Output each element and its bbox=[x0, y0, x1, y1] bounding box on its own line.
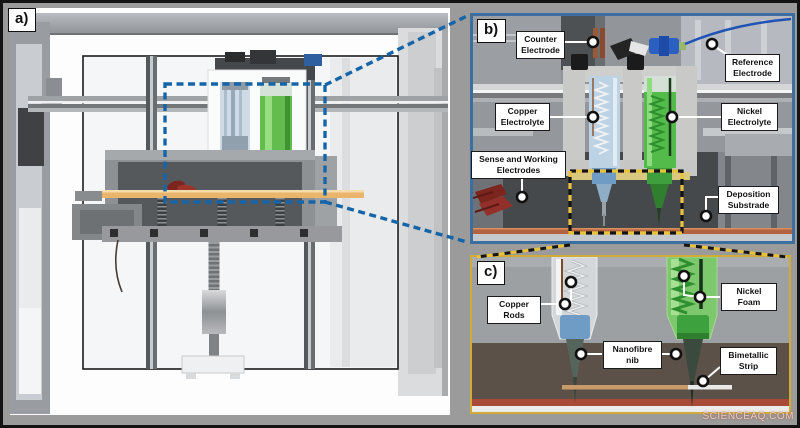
z-screw-assembly bbox=[181, 242, 245, 379]
label-counter-electrode: Counter Electrode bbox=[516, 31, 565, 60]
leader-lines-b bbox=[521, 41, 730, 210]
label-copper-rods: Copper Rods bbox=[487, 296, 541, 325]
zoom-region-box-yellow bbox=[568, 169, 684, 235]
leader-dots-b bbox=[515, 35, 719, 223]
sense-electrodes-b bbox=[473, 184, 513, 216]
hanging-wire bbox=[114, 239, 123, 293]
label-reference-electrode: Reference Electrode bbox=[725, 54, 780, 83]
bimetallic-strip-bar bbox=[562, 385, 732, 390]
label-nanofibre-nib: Nanofibre nib bbox=[603, 341, 662, 370]
label-nickel-electrolyte: Nickel Electrolyte bbox=[721, 103, 778, 132]
panel-b-substrate bbox=[473, 228, 792, 241]
reference-electrode-wire bbox=[684, 17, 792, 46]
syringe-nickel-a bbox=[260, 77, 292, 160]
machine-render-c bbox=[472, 257, 789, 412]
label-nickel-foam: Nickel Foam bbox=[721, 283, 777, 312]
nanofibre-nib-right bbox=[683, 339, 703, 381]
label-bimetallic-strip: Bimetallic Strip bbox=[720, 347, 777, 376]
label-sense-working-electrodes: Sense and Working Electrodes bbox=[471, 151, 566, 180]
machine-render-a bbox=[10, 8, 450, 415]
panel-a-machine-render bbox=[10, 8, 450, 415]
leader-dots-c bbox=[558, 269, 710, 388]
panel-a-letter: a) bbox=[8, 8, 37, 32]
panel-c-letter: c) bbox=[477, 261, 506, 285]
gantry-frame bbox=[563, 66, 697, 180]
top-frame-bar bbox=[28, 13, 448, 35]
left-z-tower bbox=[10, 22, 62, 414]
zoom-region-box bbox=[163, 82, 327, 204]
right-side-panels bbox=[398, 28, 448, 396]
panel-c-substrate bbox=[472, 399, 789, 406]
watermark-scienceaq: SCIENCEAQ.COM bbox=[702, 411, 794, 422]
syringe-copper-a bbox=[220, 82, 250, 160]
carriage-bottom-plate bbox=[102, 226, 342, 242]
label-copper-electrolyte: Copper Electrolyte bbox=[495, 103, 550, 132]
panel-c-nozzle-render bbox=[470, 255, 791, 414]
syringe-copper-b bbox=[589, 76, 620, 226]
label-deposition-substrate: Deposition Substrade bbox=[718, 186, 779, 215]
panel-b-letter: b) bbox=[477, 19, 507, 43]
